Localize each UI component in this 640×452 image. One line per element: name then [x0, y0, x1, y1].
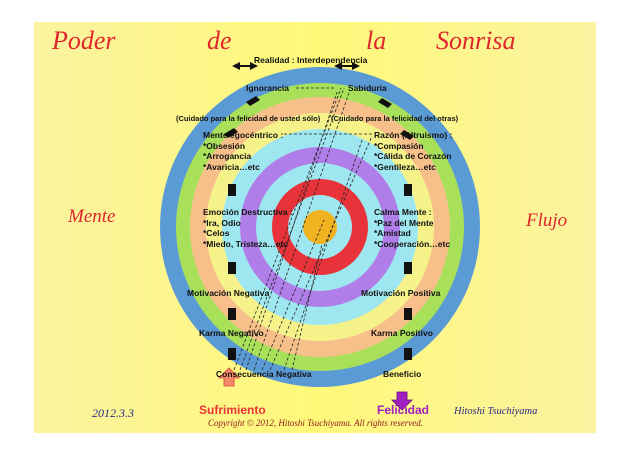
block-line: *Arrogancia [203, 151, 252, 161]
label-felicidad: Felicidad [377, 403, 430, 417]
felicidad-arrow-icon [391, 391, 413, 411]
side-label-left: Mente [68, 206, 116, 227]
block-line: *Avaricia…etc [203, 161, 260, 172]
block-line: *Paz del Mente [374, 217, 434, 228]
label-ignorancia: Ignorancia [246, 83, 289, 93]
block-line: Mente egocéntrico : [203, 130, 284, 140]
block-line: Emoción Destructiva : [203, 207, 293, 217]
slide: Poder de la Sonrisa Mente Flujo Realidad… [34, 22, 596, 433]
block-line: Calma Mente : [374, 207, 432, 217]
block-razon: Razón (Altruismo) : *Compasión *Cálida d… [374, 130, 452, 172]
block-line: *Gentileza…etc [374, 161, 436, 172]
down-arrow-icon [404, 262, 412, 274]
block-line: *Cooperación…etc [374, 238, 451, 249]
label-beneficio: Beneficio [383, 369, 422, 379]
label-cuidado-left: (Cuidado para la felicidad de usted sólo… [176, 114, 321, 123]
down-arrow-icon [228, 184, 236, 196]
down-arrow-icon [228, 308, 236, 320]
block-line: *Ira, Odio [203, 217, 241, 228]
down-arrow-icon [228, 348, 236, 360]
label-sabiduria: Sabiduría [348, 83, 387, 93]
block-line: Razón (Altruismo) : [374, 130, 453, 140]
arrow-icons [224, 62, 414, 360]
block-calma: Calma Mente : *Paz del Mente *Amistad *C… [374, 207, 450, 249]
concentric-diagram [160, 62, 480, 411]
label-karma-negativo: Karma Negativo [199, 328, 264, 338]
block-emocion: Emoción Destructiva : *Ira, Odio *Celos … [203, 207, 293, 249]
arrow-icon [400, 130, 414, 140]
double-arrow-icon [334, 62, 360, 70]
label-realidad: Realidad : Interdependencia [254, 55, 368, 65]
down-arrow-icon [404, 348, 412, 360]
down-arrow-icon [228, 262, 236, 274]
block-line: *Obsesión [203, 140, 246, 151]
sufrimiento-arrow-icon [218, 367, 240, 387]
label-motivacion-positiva: Motivación Positiva [361, 288, 441, 298]
block-line: *Miedo, Tristeza…etc [203, 238, 289, 249]
block-line: *Compasión [374, 140, 424, 151]
block-line: *Cálida de Corazón [374, 151, 452, 161]
title-word-4: Sonrisa [436, 26, 516, 55]
block-mente-ego: Mente egocéntrico : *Obsesión *Arroganci… [203, 130, 283, 172]
label-consecuencia-negativa: Consecuencia Negativa [216, 369, 312, 379]
bottom-arrows [218, 367, 413, 411]
down-arrow-icon [404, 184, 412, 196]
title-word-2: de [207, 26, 232, 55]
title-word-1: Poder [52, 26, 116, 55]
arrow-icon [246, 96, 260, 106]
arrow-icon [224, 128, 238, 138]
label-motivacion-negativa: Motivación Negativa [187, 288, 270, 298]
label-sufrimiento: Sufrimiento [199, 403, 266, 417]
footer-copyright: Copyright © 2012, Hitoshi Tsuchiyama. Al… [208, 418, 424, 428]
block-line: *Celos [203, 228, 230, 238]
down-arrow-icon [404, 308, 412, 320]
label-cuidado-right: (Cuidado para la felicidad del otras) [331, 114, 459, 123]
footer-author: Hitoshi Tsuchiyama [454, 406, 538, 417]
arrow-icon [378, 98, 392, 108]
block-line: *Amistad [374, 228, 411, 238]
dashed-lines [233, 87, 373, 371]
title-word-3: la [366, 26, 387, 55]
side-label-right: Flujo [526, 210, 568, 231]
footer-date: 2012.3.3 [92, 406, 134, 420]
label-karma-positivo: Karma Positivo [371, 328, 433, 338]
double-arrow-icon [232, 62, 258, 70]
